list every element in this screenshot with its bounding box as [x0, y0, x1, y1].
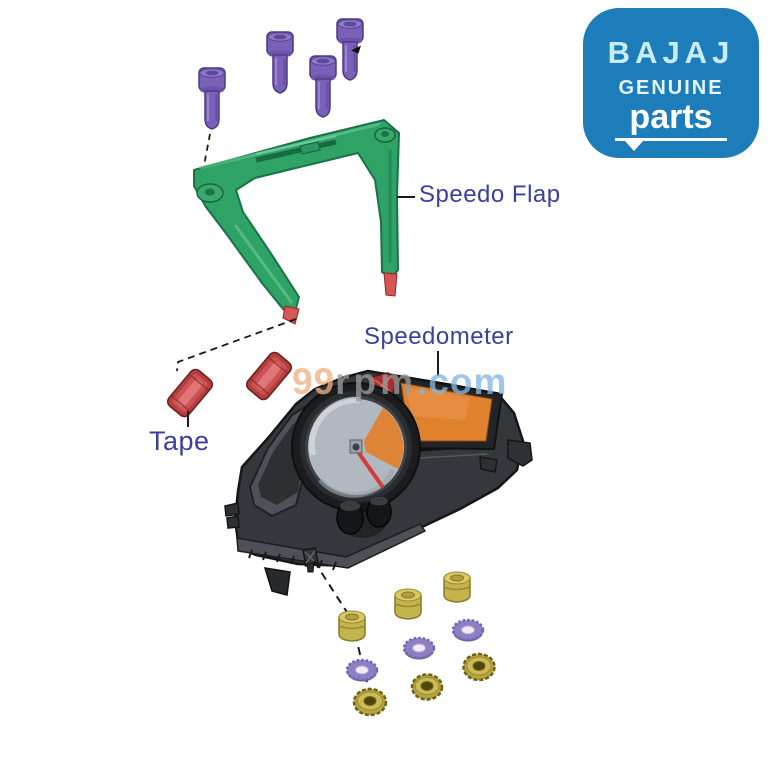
tape-label: Tape [149, 426, 210, 456]
watermark-tail: .com [417, 361, 508, 402]
speedo-flap-label: Speedo Flap [419, 181, 561, 208]
socket-bolt-2 [266, 31, 294, 94]
logo-parts-text: parts [629, 98, 713, 136]
serrated-washer-3 [451, 618, 485, 642]
tape-part-1 [166, 368, 214, 418]
socket-bolt-3 [309, 55, 337, 118]
connector-knob-1 [336, 501, 364, 535]
serrated-washer-1 [345, 658, 379, 682]
speed-gauge [291, 382, 421, 512]
flap-red-tip-right [383, 272, 398, 297]
logo-underline [615, 137, 727, 151]
watermark: 99rpm.com [292, 361, 507, 403]
brass-nut-1 [352, 687, 388, 717]
brass-nut-3 [462, 652, 496, 682]
logo-genuine-text: GENUINE [618, 77, 724, 99]
brass-spacer-3 [443, 571, 471, 603]
mount-stud [302, 547, 319, 573]
speedometer-part [224, 369, 533, 596]
gauge-needle [354, 447, 384, 488]
logo-brand-text: BAJAJ [607, 35, 735, 70]
bottom-foot [263, 567, 291, 596]
serrated-washer-2 [402, 636, 436, 660]
connector-knob-2 [366, 496, 392, 528]
speedo-flap-part [193, 119, 400, 325]
flap-frame [193, 119, 400, 317]
speedometer-label: Speedometer [364, 323, 514, 350]
dashed-leader-flap-to-tape [176, 318, 297, 372]
socket-bolt-1 [198, 67, 226, 130]
gauge-orange-zone [364, 408, 404, 469]
watermark-num: 99 [292, 361, 336, 402]
right-mount-tab [507, 439, 533, 467]
left-mount-tab [224, 502, 240, 517]
lcd-screen [390, 373, 504, 451]
tape-part-2 [245, 351, 293, 401]
dashed-leader-to-fasteners [313, 560, 372, 698]
brass-nut-2 [410, 673, 444, 701]
brass-spacer-2 [394, 588, 422, 620]
watermark-mid: rpm [335, 361, 418, 402]
brass-spacer-1 [338, 610, 366, 642]
logo-arrow-icon [625, 140, 643, 151]
bajaj-logo: BAJAJ GENUINE parts [583, 8, 759, 158]
cursor-arrow-icon [351, 45, 361, 54]
